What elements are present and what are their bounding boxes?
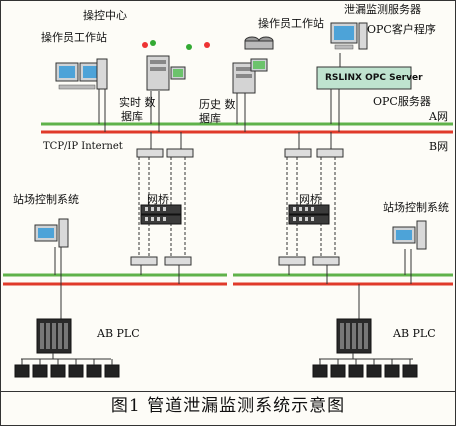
realtime-database-server-icon	[142, 40, 186, 91]
bridge-left-icon	[140, 204, 182, 225]
label-operator-station-right: 操作员工作站	[258, 17, 324, 30]
label-realtime-db-line1: 实时 数	[119, 96, 156, 109]
history-database-server-icon	[186, 42, 268, 94]
label-control-center: 操控中心	[83, 9, 127, 22]
operator-workstation-left-icon	[55, 58, 108, 90]
router-group-right-top	[284, 132, 344, 158]
label-station-control-right: 站场控制系统	[383, 201, 449, 214]
station-control-left-icon	[34, 218, 69, 284]
router-group-right-bottom	[278, 256, 340, 284]
device-drops	[98, 53, 341, 132]
bridge-links-right	[286, 157, 336, 257]
router-group-left-bottom	[130, 256, 192, 284]
router-group-left-top	[136, 132, 194, 158]
label-tcpip: TCP/IP Internet	[43, 141, 123, 152]
label-plc-left: AB PLC	[97, 327, 140, 340]
label-net-b: B网	[429, 140, 449, 153]
label-opc-client: OPC客户程序	[367, 23, 436, 36]
label-realtime-db-line2: 据库	[121, 110, 143, 123]
bridge-right-icon	[288, 204, 330, 225]
label-bridge-left: 网桥	[147, 193, 169, 206]
station-control-right-icon	[392, 220, 427, 284]
label-leak-server: 泄漏监测服务器	[344, 3, 421, 16]
leak-monitoring-server-icon	[330, 22, 368, 50]
label-plc-right: AB PLC	[393, 327, 436, 340]
label-bridge-right: 网桥	[299, 193, 321, 206]
label-station-control-left: 站场控制系统	[13, 193, 79, 206]
plc-right-icon	[312, 284, 418, 378]
label-history-db-line1: 历史 数	[199, 98, 236, 111]
caption-divider	[1, 391, 455, 392]
label-history-db-line2: 据库	[199, 112, 221, 125]
bridge-links-left	[138, 157, 186, 257]
label-opc-server: OPC服务器	[373, 95, 431, 108]
plc-left-icon	[14, 284, 120, 378]
bottom-network-left	[3, 273, 227, 286]
label-net-a: A网	[429, 110, 448, 123]
figure-caption: 图1 管道泄漏监测系统示意图	[110, 396, 346, 416]
operator-workstation-right-icon	[244, 36, 274, 50]
label-rslinx: RSLINX OPC Server	[325, 73, 423, 83]
rslinx-opc-server-box	[316, 66, 412, 90]
label-operator-station-left: 操作员工作站	[41, 31, 107, 44]
bottom-network-right	[233, 273, 453, 286]
